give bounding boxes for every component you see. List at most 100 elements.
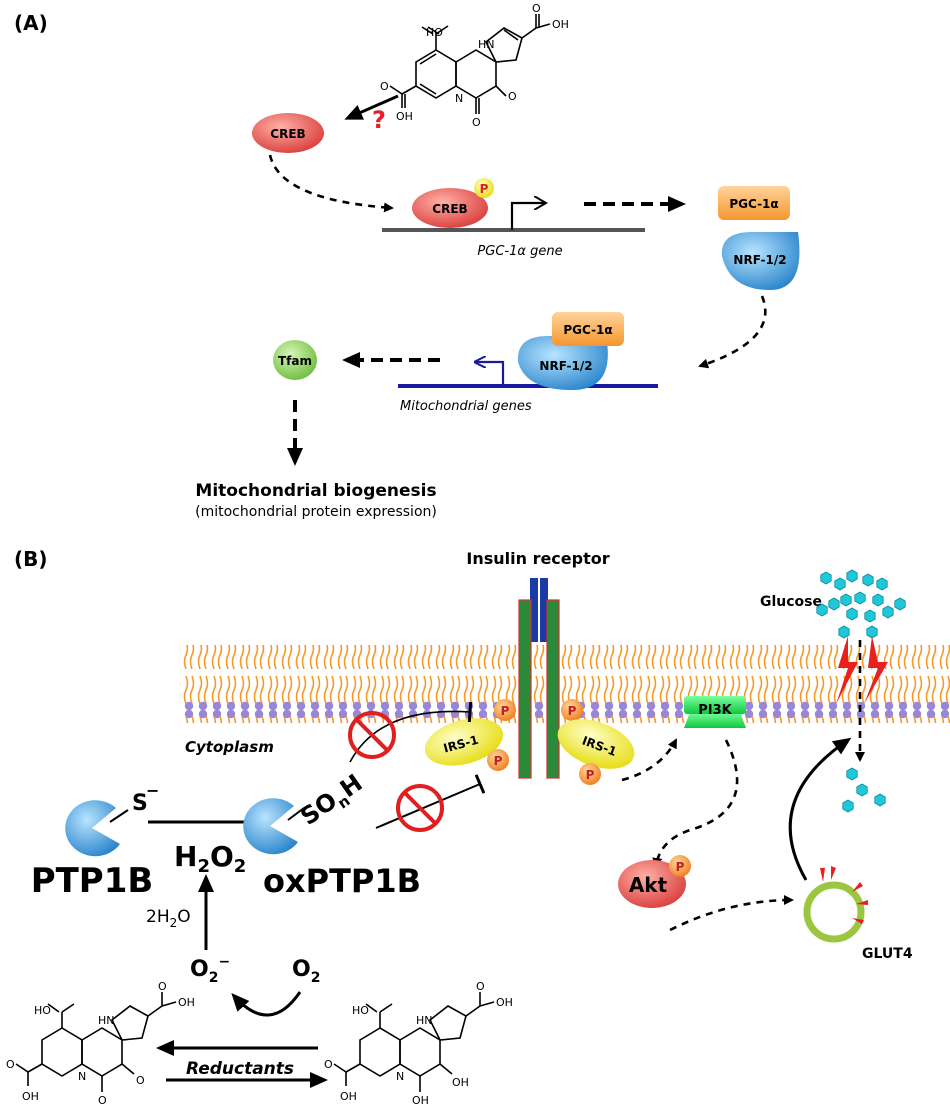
svg-text:O: O [136, 1074, 145, 1087]
glucose-molecule [834, 577, 846, 591]
svg-text:P: P [586, 768, 595, 782]
svg-text:P: P [480, 182, 489, 196]
glucose-molecule [874, 793, 886, 807]
h2o2-label: H2O2 [174, 840, 246, 877]
cytoplasm-label: Cytoplasm [185, 738, 274, 756]
svg-text:OH: OH [396, 110, 413, 123]
mito-transcription-arrow [476, 362, 505, 386]
glucose-molecule [882, 605, 894, 619]
pqq-molecule-reduced [333, 992, 495, 1092]
thiolate-label: S [132, 791, 148, 816]
akt-phosphate [669, 855, 691, 877]
glucose-molecule [862, 573, 874, 587]
pqq-labels-bottom-left: HO HN OH O N O OH O O [6, 980, 195, 1107]
svg-text:−: − [146, 781, 159, 800]
svg-text:O: O [6, 1058, 15, 1071]
nrf-node [721, 232, 800, 290]
nrf-complex-node [517, 336, 608, 390]
irs1-left-phosphate [487, 749, 509, 771]
superoxide-label: O2− [190, 954, 230, 986]
inhibition-to-irs1 [375, 774, 486, 829]
glucose-molecule [876, 577, 888, 591]
svg-text:OH: OH [412, 1094, 429, 1107]
insulin-receptor [518, 578, 560, 779]
irs1-right-phosphate [579, 763, 601, 785]
svg-text:OH: OH [340, 1090, 357, 1103]
glut4-translocation-arrow [788, 737, 852, 881]
irs1-to-pi3k-arrow [621, 738, 678, 782]
reductants-label: Reductants [186, 1059, 294, 1079]
irs1-left [424, 718, 504, 766]
glucose-label: Glucose [760, 594, 822, 610]
creb-activation-arrow [268, 154, 394, 213]
glucose-molecule [838, 625, 850, 639]
svg-text:P: P [501, 704, 510, 718]
glucose-molecule [846, 569, 858, 583]
biogenesis-title: Mitochondrial biogenesis [195, 481, 436, 501]
svg-text:HN: HN [478, 38, 495, 51]
glucose-molecule [854, 591, 866, 605]
pqq-molecule-oxidized [389, 14, 551, 114]
creb-node [252, 113, 324, 153]
glucose-molecule [840, 593, 852, 607]
svg-text:O: O [98, 1094, 107, 1107]
svg-text:Tfam: Tfam [278, 354, 312, 368]
glucose-molecule [864, 609, 876, 623]
irs1-right [557, 719, 635, 769]
pgc1a-gene-label: PGC-1α gene [477, 244, 562, 259]
svg-text:PI3K: PI3K [698, 703, 732, 718]
svg-text:P: P [676, 860, 685, 874]
svg-text:O: O [532, 2, 541, 15]
panel-b-label: (B) [14, 547, 48, 571]
receptor-phosphate-right [561, 699, 583, 721]
ptp1b-enzyme [65, 800, 129, 857]
svg-text:HO: HO [352, 1004, 369, 1017]
svg-text:O: O [380, 80, 389, 93]
glucose-molecule [846, 767, 858, 781]
question-mark: ? [372, 106, 386, 134]
glucose-molecule [872, 593, 884, 607]
svg-text:NRF-1/2: NRF-1/2 [539, 359, 592, 373]
pi3k-node [684, 712, 746, 728]
glucose-molecule [894, 597, 906, 611]
glut4-vesicle-markers [820, 866, 868, 924]
glut4-channel [836, 636, 888, 704]
transcription-start-arrow [510, 203, 546, 230]
glut4-label: GLUT4 [862, 946, 913, 962]
no-symbol-lower [396, 784, 444, 832]
svg-text:P: P [568, 704, 577, 718]
svg-text:P: P [494, 754, 503, 768]
svg-text:N: N [78, 1070, 86, 1083]
tfam-node [273, 340, 317, 380]
akt-to-glut4-arrow [669, 895, 794, 932]
glucose-molecules [816, 569, 906, 813]
glucose-molecule [828, 597, 840, 611]
glucose-molecule [842, 799, 854, 813]
glucose-molecule [820, 571, 832, 585]
svg-text:Akt: Akt [629, 873, 668, 897]
svg-text:O: O [508, 90, 517, 103]
sonh-label: SOnH [295, 769, 369, 834]
pi3k-to-akt-arrow [652, 739, 739, 868]
akt-node [618, 860, 686, 908]
insulin-receptor-label: Insulin receptor [466, 549, 609, 568]
svg-text:CREB: CREB [270, 127, 305, 141]
svg-text:HN: HN [416, 1014, 433, 1027]
svg-text:OH: OH [452, 1076, 469, 1089]
pqq-to-creb-arrow [344, 94, 399, 120]
no-symbol-upper [348, 711, 396, 759]
svg-text:NRF-1/2: NRF-1/2 [733, 253, 786, 267]
svg-text:PGC-1α: PGC-1α [729, 197, 778, 211]
biogenesis-subtitle: (mitochondrial protein expression) [195, 504, 437, 520]
svg-text:OH: OH [178, 996, 195, 1009]
svg-text:HO: HO [34, 1004, 51, 1017]
ptp1b-label: PTP1B [31, 861, 154, 901]
svg-text:O: O [472, 116, 481, 129]
pgc1a-box [718, 186, 790, 220]
creb-phospho-node [412, 188, 488, 228]
panel-a-label: (A) [14, 11, 48, 35]
svg-text:OH: OH [552, 18, 569, 31]
svg-text:PGC-1α: PGC-1α [563, 323, 612, 337]
svg-text:N: N [396, 1070, 404, 1083]
